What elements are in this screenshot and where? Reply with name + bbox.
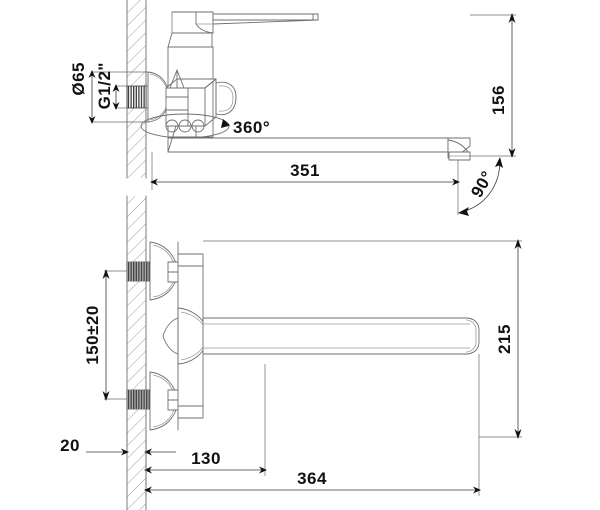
dim-label-20: 20 [60,436,80,455]
spout-tube-side [167,125,471,161]
dim-label-90: 90° [467,168,497,201]
inlet-thread-lower-front [126,389,151,410]
dim-label-215: 215 [495,324,514,354]
swivel-cartridge-side [165,69,237,127]
dim-label-351: 351 [290,161,320,180]
dimensions-front-elevation: 150±20 20 130 364 215 [60,239,522,496]
spout-tube-front [202,317,480,355]
dim-label-dia65: Ø65 [69,62,88,96]
view-front-elevation [126,241,480,431]
dim-label-156: 156 [489,85,508,115]
swivel-90-indicator: 90° [458,157,503,216]
dim-label-150pm20: 150±20 [83,305,102,365]
dim-label-130: 130 [191,449,221,468]
dim-label-g12: G1/2" [95,62,114,109]
dim-label-364: 364 [297,469,327,488]
inlet-thread-upper-front [126,261,151,282]
dim-label-360: 360° [233,118,270,137]
view-side-elevation [126,11,471,161]
mixer-cartridge-front [162,307,209,365]
wall-section-hatch [126,0,147,510]
